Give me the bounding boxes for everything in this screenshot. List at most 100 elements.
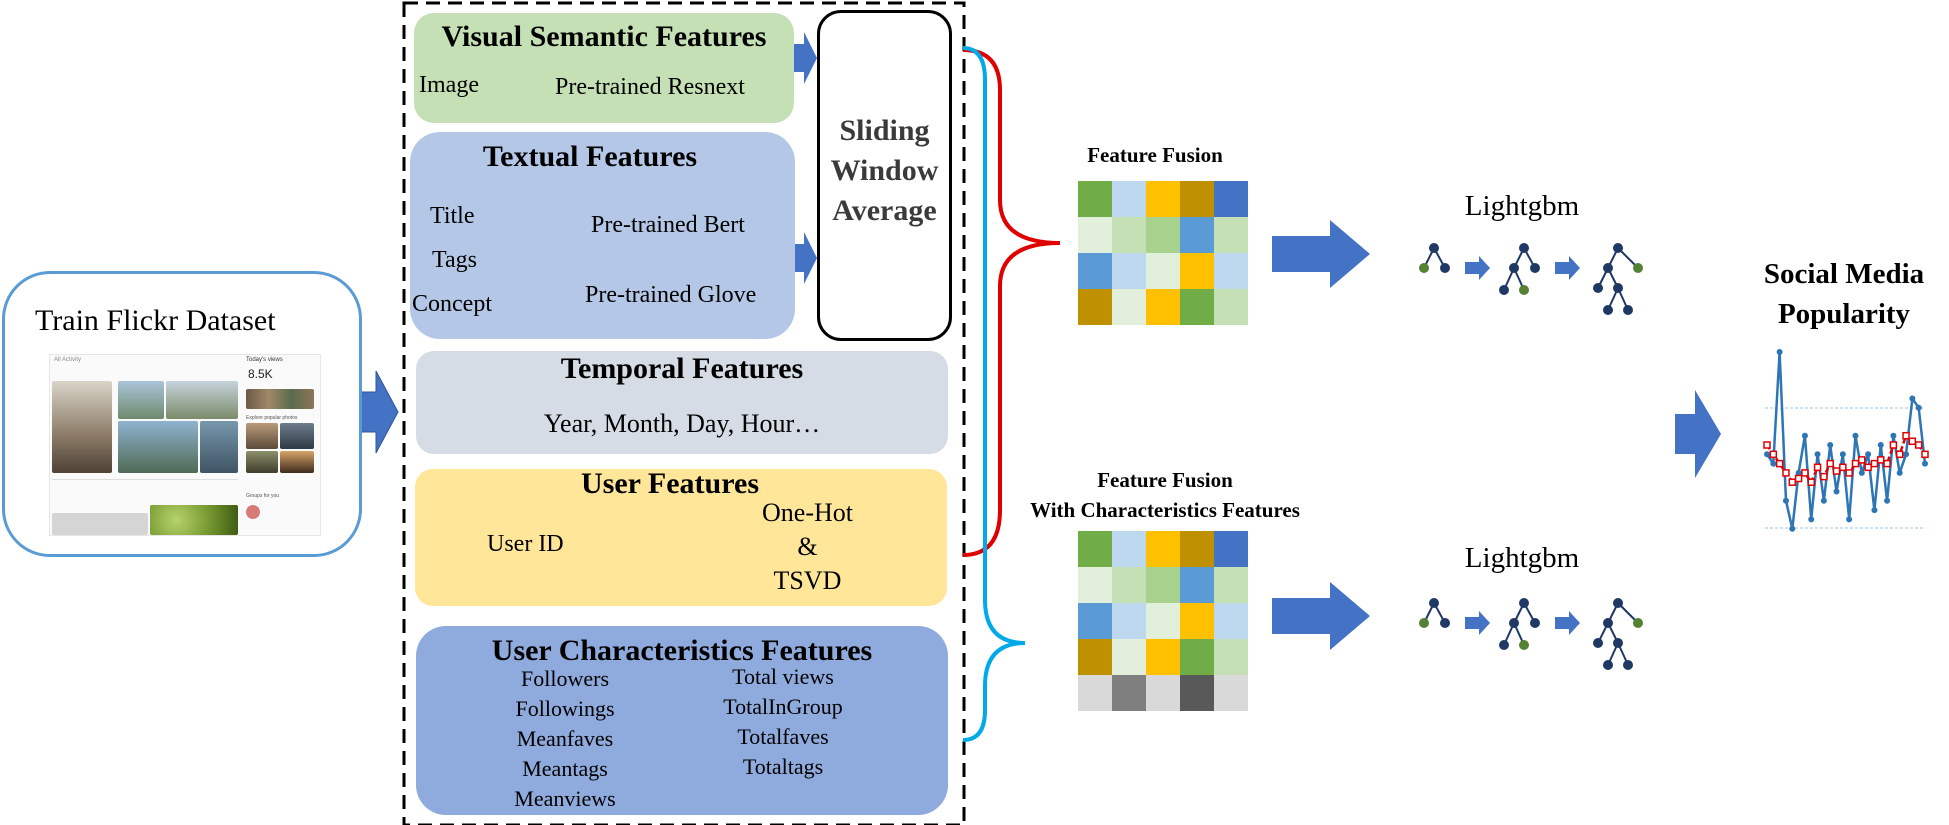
fusion-bottom-cell [1214,675,1248,711]
fusion-bottom-cell [1078,531,1112,567]
popularity-predicted-point [1858,456,1866,464]
popularity-predicted-point [1769,450,1778,459]
popularity-actual-point [1858,469,1865,476]
fusion-top-cell [1214,253,1248,289]
popularity-actual-point [1782,497,1789,504]
temporal-features-items: Year, Month, Day, Hour… [543,409,821,438]
popularity-predicted-point [1921,450,1929,459]
popularity-predicted-point [1826,459,1834,468]
fusion-bottom-cell [1146,531,1180,567]
popularity-actual-point [1795,469,1802,476]
textual-model-glove: Pre-trained Glove [585,282,757,308]
popularity-predicted-point [1914,441,1923,449]
fusion-top-cell [1112,253,1146,289]
textual-features-title: Textual Features [482,140,698,173]
char-left-1: Followings [515,696,615,721]
fusion-grid-top [1078,181,1248,325]
popularity-predicted-point [1877,456,1885,464]
fusion-grid-bottom [1078,531,1248,711]
fusion-top-cell [1180,253,1214,289]
popularity-actual-point [1827,442,1834,448]
fusion-top-cell [1180,289,1214,325]
popularity-predicted-point [1775,459,1784,468]
characteristics-title: User Characteristics Features [491,634,873,667]
fusion-top-cell [1180,217,1214,253]
popularity-predicted-point [1763,441,1771,449]
dataset-title: Train Flickr Dataset [35,304,276,337]
fusion-bottom-cell [1180,567,1214,603]
fusion-bracket-cyan [962,46,1026,742]
popularity-actual-point [1896,469,1903,476]
visual-source-label: Image [419,72,479,98]
fusion-top-cell [1180,181,1214,217]
preview-groups-label: Groups for you [246,493,280,499]
preview-photo-11 [150,505,238,535]
textual-to-sliding-arrow [793,232,817,284]
popularity-actual-point [1884,497,1891,504]
fusion-top-cell [1214,217,1248,253]
fusion-bottom-cell [1078,675,1112,711]
preview-explore-label: Explore popular photos [246,415,298,421]
fusion-bottom-line-2: With Characteristics Features [1030,498,1300,522]
preview-photo-1 [52,381,112,473]
tree-icon-bottom [1419,598,1643,670]
textual-model-bert: Pre-trained Bert [591,212,745,238]
popularity-predicted-point [1839,463,1847,472]
user-features-title: User Features [580,467,759,500]
fusion-bottom-cell [1214,639,1248,675]
sliding-line-2: Window [830,154,939,187]
preview-photo-3 [166,381,238,419]
popularity-actual-points [1764,349,1928,532]
flickr-preview: All Activity Today's views 8.5K Explore … [49,354,321,536]
char-left-2: Meanfaves [516,726,614,751]
fusion-to-lightgbm-arrow-top [1272,220,1370,288]
fusion-top-cell [1214,289,1248,325]
fusion-bottom-cell [1146,603,1180,639]
popularity-actual-point [1915,404,1922,411]
fusion-bottom-cell [1180,603,1214,639]
popularity-actual-point [1865,451,1872,458]
popularity-actual-point [1814,451,1821,458]
fusion-top-cell [1112,181,1146,217]
popularity-actual-point [1846,516,1853,523]
fusion-bottom-cell [1146,567,1180,603]
fusion-top-cell [1146,181,1180,217]
popularity-predicted-point [1807,478,1815,486]
preview-photo-strip [246,389,314,409]
sliding-window-box [817,10,952,341]
popularity-actual-point [1808,516,1815,523]
popularity-predicted-point [1864,463,1872,472]
fusion-bottom-cell [1146,639,1180,675]
fusion-bottom-cell [1180,531,1214,567]
fusion-to-lightgbm-arrow-bottom [1272,582,1370,650]
popularity-predicted-point [1801,469,1809,477]
popularity-predicted-point [1908,437,1917,446]
popularity-predicted-point [1788,478,1797,486]
lightgbm-to-output-arrow [1675,390,1721,478]
popularity-predicted-point [1832,467,1841,475]
popularity-actual-point [1852,432,1859,439]
preview-header-left: All Activity [54,357,82,363]
fusion-bracket-red [962,48,1061,557]
fusion-bottom-cell [1078,639,1112,675]
fusion-bottom-cell [1078,603,1112,639]
preview-photo-2 [118,381,164,419]
popularity-predicted-point [1845,469,1853,477]
fusion-bottom-cell [1180,639,1214,675]
output-line-2: Popularity [1777,298,1911,330]
char-left-0: Followers [521,666,609,691]
tree-icon-top [1419,243,1643,315]
fusion-bottom-cell [1112,639,1146,675]
popularity-actual-point [1922,460,1928,467]
fusion-top-cell [1112,289,1146,325]
preview-views-count: 8.5K [248,367,273,381]
user-encoding-line-2: & [797,532,818,561]
popularity-predicted-point [1889,441,1898,449]
fusion-top-cell [1078,181,1112,217]
popularity-actual-point [1877,442,1884,448]
textual-input-title: Title [430,203,475,229]
textual-input-concept: Concept [412,291,492,317]
popularity-predicted-point [1782,469,1790,477]
fusion-top-cell [1146,289,1180,325]
fusion-top-cell [1078,217,1112,253]
